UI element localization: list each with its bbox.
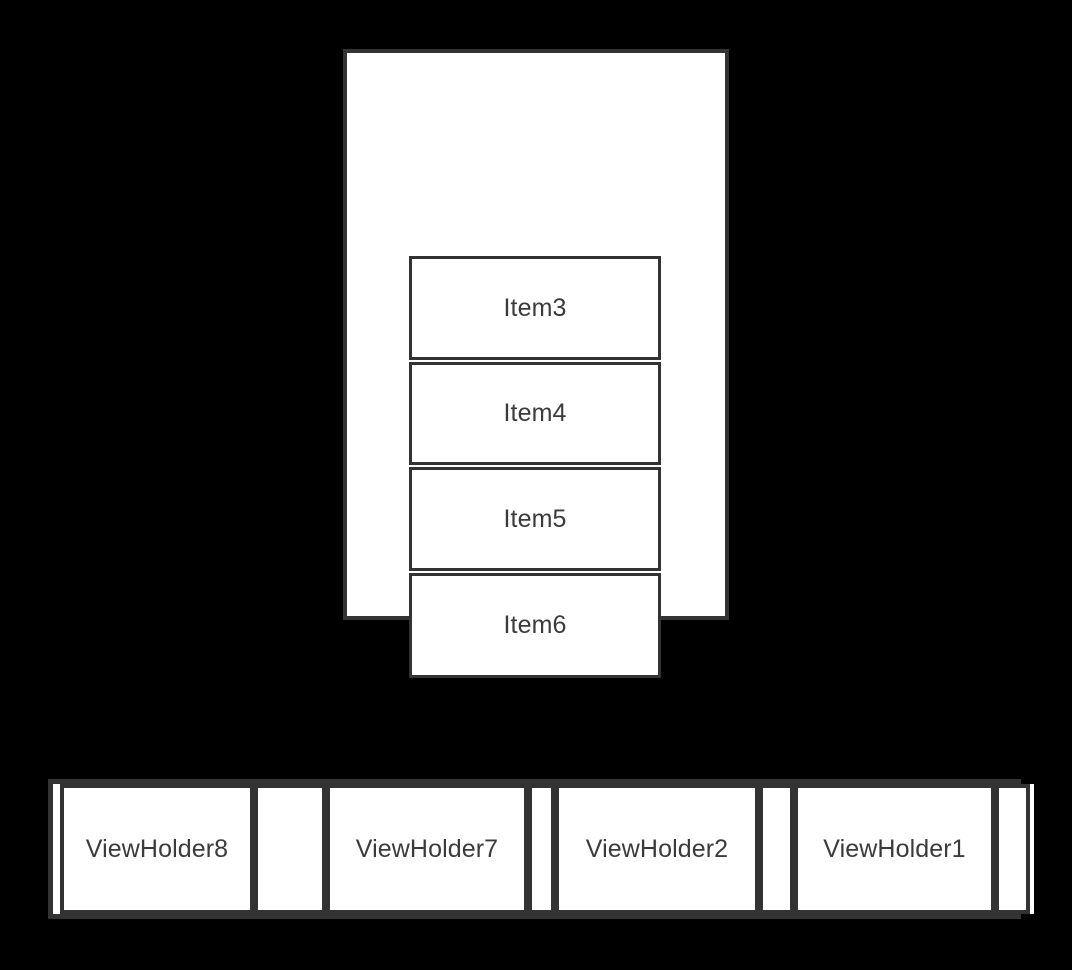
pool-cell-edge-right bbox=[1030, 784, 1034, 914]
pool-cell-label: ViewHolder7 bbox=[355, 834, 499, 863]
recycled-viewholder-pool: ViewHolder8 ViewHolder7 ViewHolder2 View… bbox=[48, 779, 1034, 919]
list-item-label: Item3 bbox=[503, 293, 567, 322]
pool-cell-label: ViewHolder1 bbox=[823, 834, 966, 863]
pool-cell-label: ViewHolder8 bbox=[85, 834, 229, 863]
list-item-item3[interactable]: Item3 bbox=[409, 256, 661, 360]
list-item-item5[interactable]: Item5 bbox=[409, 467, 661, 571]
pool-cell-viewholder2[interactable]: ViewHolder2 bbox=[555, 784, 759, 914]
list-item-item6[interactable]: Item6 bbox=[409, 573, 661, 678]
pool-cell-edge-left bbox=[53, 784, 60, 914]
list-item-label: Item4 bbox=[503, 399, 567, 427]
pool-cell-empty-4[interactable] bbox=[995, 784, 1030, 914]
pool-cell-empty-3[interactable] bbox=[759, 784, 794, 914]
pool-cell-viewholder7[interactable]: ViewHolder7 bbox=[326, 784, 528, 914]
list-item-label: Item6 bbox=[503, 611, 567, 639]
pool-cell-label: ViewHolder2 bbox=[585, 834, 729, 863]
list-item-label: Item5 bbox=[503, 504, 567, 533]
visible-item-list: Item3 Item4 Item5 Item6 bbox=[409, 256, 661, 680]
pool-cell-viewholder8[interactable]: ViewHolder8 bbox=[60, 784, 254, 914]
list-item-item4[interactable]: Item4 bbox=[409, 362, 661, 465]
pool-cell-empty-1[interactable] bbox=[254, 784, 326, 914]
pool-cell-empty-2[interactable] bbox=[528, 784, 555, 914]
pool-cell-viewholder1[interactable]: ViewHolder1 bbox=[794, 784, 995, 914]
